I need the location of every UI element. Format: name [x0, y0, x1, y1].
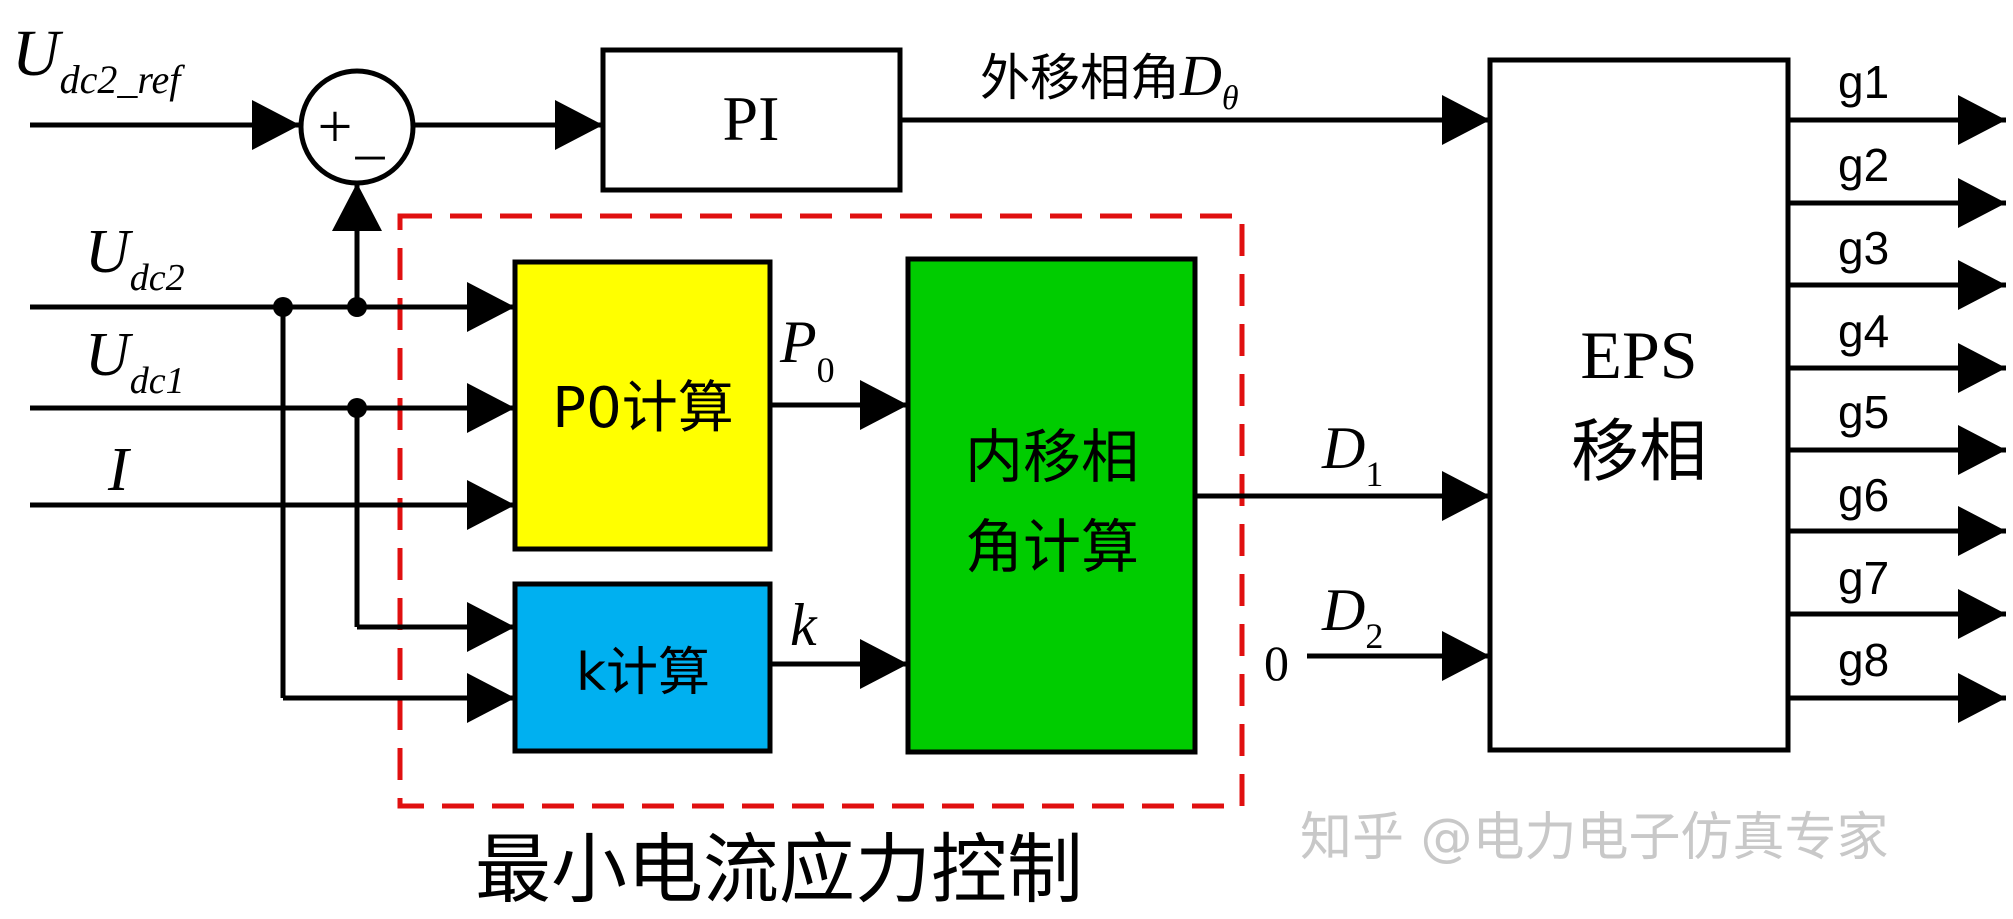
inner-phase-label-line2: 角计算	[965, 513, 1139, 581]
min-current-stress-group-border	[397, 213, 1245, 809]
p0-arrow	[860, 380, 908, 430]
k-calc-block	[512, 581, 773, 754]
summing-junction: + _	[298, 68, 416, 186]
output-label-g5: g5	[1838, 386, 1889, 438]
d1-signal-label: D1	[1321, 415, 1383, 494]
sum-plus-sign: +	[318, 93, 353, 161]
pi-to-eps-arrow	[1442, 95, 1490, 145]
sum-to-pi-arrow	[555, 100, 603, 150]
output-label-g7: g7	[1838, 552, 1889, 604]
output-label-g3: g3	[1838, 222, 1889, 274]
output-arrow-g2	[1958, 178, 2006, 228]
p0-calc-label: P0计算	[552, 376, 733, 441]
k-calc-label: k计算	[576, 643, 710, 703]
zero-input-label: 0	[1264, 635, 1289, 691]
output-arrow-g1	[1958, 95, 2006, 145]
udc1-to-k-arrow	[467, 602, 515, 652]
output-wires	[1788, 95, 2006, 723]
output-label-g1: g1	[1838, 56, 1889, 108]
output-label-g8: g8	[1838, 634, 1889, 686]
k-arrow	[860, 639, 908, 689]
inner-phase-label-line1: 内移相	[965, 423, 1139, 491]
udc2-ref-arrow	[252, 100, 300, 150]
current-arrow	[467, 480, 515, 530]
feedback-arrow	[332, 183, 382, 231]
output-arrow-g5	[1958, 425, 2006, 475]
udc1-arrow	[467, 383, 515, 433]
eps-label-line2: 移相	[1571, 413, 1707, 492]
output-arrow-g3	[1958, 260, 2006, 310]
d1-arrow	[1442, 471, 1490, 521]
output-label-g4: g4	[1838, 305, 1889, 357]
k-signal-label: k	[790, 592, 818, 658]
junction-dot	[347, 398, 367, 418]
eps-label-line1: EPS	[1580, 317, 1697, 393]
group-caption: 最小电流应力控制	[475, 825, 1083, 914]
pi-block	[600, 47, 903, 193]
output-arrow-g4	[1958, 343, 2006, 393]
wires	[30, 95, 1490, 723]
udc2-arrow	[467, 282, 515, 332]
junction-dot	[347, 297, 367, 317]
p0-calc-block	[512, 259, 773, 552]
sum-minus-sign: _	[355, 100, 386, 165]
udc2-label: Udc2	[85, 218, 185, 299]
p0-signal-label: P0	[779, 309, 835, 390]
outer-phase-label: 外移相角Dθ	[980, 43, 1239, 117]
output-label-g6: g6	[1838, 469, 1889, 521]
d2-arrow	[1442, 631, 1490, 681]
eps-block	[1487, 57, 1791, 753]
pi-block-label: PI	[723, 83, 780, 154]
junction-dot	[273, 297, 293, 317]
inner-phase-calc-block	[905, 256, 1198, 755]
output-label-g2: g2	[1838, 139, 1889, 191]
udc2-to-k-arrow	[467, 673, 515, 723]
udc1-label: Udc1	[85, 321, 185, 402]
output-arrow-g6	[1958, 506, 2006, 556]
current-label: I	[107, 436, 132, 504]
output-arrow-g7	[1958, 589, 2006, 639]
watermark: 知乎 @电力电子仿真专家	[1300, 808, 1889, 868]
output-arrow-g8	[1958, 673, 2006, 723]
d2-signal-label: D2	[1321, 577, 1383, 656]
udc2-ref-label: Udc2_ref	[12, 17, 185, 102]
